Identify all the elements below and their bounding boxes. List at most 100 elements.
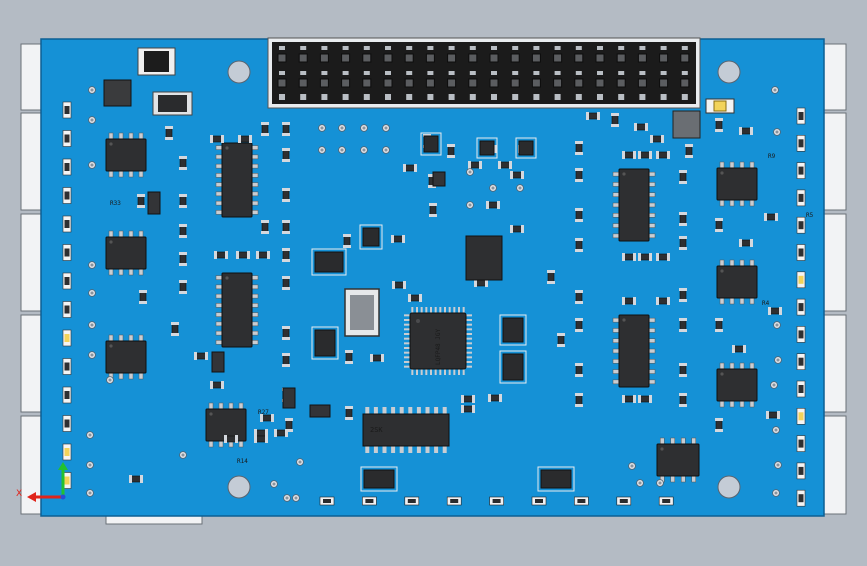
smd-component xyxy=(282,148,290,162)
mcu-lqfp48[interactable] xyxy=(404,307,472,380)
led-top-right xyxy=(705,98,735,114)
bottom-led xyxy=(531,496,547,506)
smd-component xyxy=(165,126,173,140)
axis-x-label: X xyxy=(16,489,22,499)
smd-component xyxy=(129,475,143,483)
smd-component xyxy=(214,251,228,259)
soic-chip xyxy=(716,259,758,305)
smd-component xyxy=(575,141,583,155)
edge-resistor-left xyxy=(62,101,72,119)
smd-component xyxy=(461,395,475,403)
transistor-top-right xyxy=(672,110,701,139)
soic-chip xyxy=(105,230,147,276)
smd-component xyxy=(575,290,583,304)
smd-component xyxy=(345,406,353,420)
dual-ic xyxy=(499,314,527,346)
bottom-led xyxy=(658,496,674,506)
header-pin xyxy=(468,53,478,63)
header-pin xyxy=(531,78,541,88)
smd-component xyxy=(224,435,238,443)
smd-component xyxy=(739,239,753,247)
capacitor-top-left xyxy=(152,91,193,116)
smd-component xyxy=(679,236,687,250)
edge-resistor-left xyxy=(62,158,72,176)
smd-component xyxy=(139,290,147,304)
smd-component xyxy=(137,194,145,208)
header-pin xyxy=(616,78,626,88)
edge-resistor-right xyxy=(796,244,806,261)
smd-component xyxy=(345,350,353,364)
smd-component xyxy=(282,248,290,262)
smd-component xyxy=(575,393,583,407)
soic-chip xyxy=(105,132,147,178)
label-r-left: R33 xyxy=(110,200,121,207)
smd-component xyxy=(171,322,179,336)
smd-component xyxy=(408,294,422,302)
label-r-mid: R27 xyxy=(258,409,269,416)
smd-component xyxy=(282,188,290,202)
smd-component xyxy=(575,168,583,182)
smd-component xyxy=(611,113,619,127)
edge-resistor-right xyxy=(796,298,806,316)
axis-triad xyxy=(27,462,68,502)
dual-ic xyxy=(359,224,383,250)
smd-component xyxy=(679,393,687,407)
soic-chip xyxy=(656,437,700,483)
ic-soic-bottom-center[interactable] xyxy=(362,407,450,453)
header-pin xyxy=(362,53,372,63)
edge-resistor-left xyxy=(62,187,72,204)
pin-header-2x20[interactable] xyxy=(267,37,701,109)
header-pin xyxy=(425,78,435,88)
header-pin xyxy=(659,53,669,63)
label-r-right-lower: R4 xyxy=(762,300,770,307)
smd-component xyxy=(210,381,224,389)
header-pin xyxy=(383,78,393,88)
smd-component xyxy=(622,151,636,159)
smd-component xyxy=(210,135,224,143)
edge-resistor-left xyxy=(62,215,72,233)
header-pin xyxy=(319,53,329,63)
mcu-marking: LQFP48 JGY xyxy=(435,328,442,365)
smd-component xyxy=(766,411,780,419)
edge-resistor-left xyxy=(62,415,72,432)
smd-component xyxy=(679,170,687,184)
header-pin xyxy=(447,53,457,63)
bottom-led xyxy=(574,496,589,506)
edge-resistor-right xyxy=(796,462,806,480)
bottom-led xyxy=(362,496,377,506)
smd-component xyxy=(261,220,269,234)
label-r-bottom: R14 xyxy=(237,458,248,465)
soic-chip xyxy=(612,168,656,242)
bottom-led xyxy=(404,496,420,506)
smd-component xyxy=(586,112,600,120)
header-pin xyxy=(553,53,563,63)
smd-component xyxy=(715,418,723,432)
crystal-oscillator xyxy=(344,288,380,337)
header-pin xyxy=(489,53,499,63)
smd-component xyxy=(179,224,187,238)
header-pin xyxy=(553,78,563,88)
smd-component xyxy=(685,144,693,158)
edge-resistor-right xyxy=(796,135,806,152)
soic-chip xyxy=(716,161,758,207)
header-pin xyxy=(468,78,478,88)
smd-component xyxy=(575,238,583,252)
smd-component xyxy=(650,135,664,143)
edge-resistor-left xyxy=(62,443,72,461)
header-pin xyxy=(277,78,287,88)
label-r-right-top: R9 xyxy=(768,153,776,160)
vias xyxy=(86,86,782,502)
transistor xyxy=(211,351,225,373)
header-pin xyxy=(510,78,520,88)
header-pin xyxy=(510,53,520,63)
bottom-led xyxy=(489,496,504,506)
bottom-led xyxy=(616,496,632,506)
edge-resistor-right xyxy=(796,407,806,425)
smd-component xyxy=(403,164,417,172)
smd-component xyxy=(715,318,723,332)
smd-component xyxy=(391,235,405,243)
smd-component xyxy=(656,297,670,305)
dual-ic xyxy=(537,466,575,492)
